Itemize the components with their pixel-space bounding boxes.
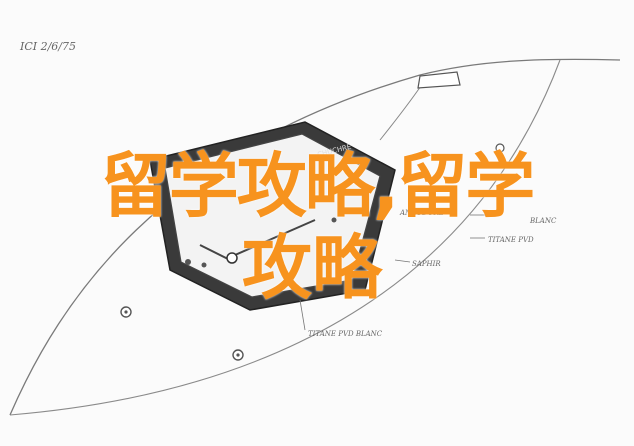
corner-note: ICI 2/6/75	[19, 40, 76, 53]
overlay-title-line-1: 留学攻略,留学	[100, 145, 536, 227]
case-screw	[236, 353, 240, 357]
dial-index	[185, 259, 191, 265]
leader-line	[299, 299, 306, 331]
bezel-annotation: ANAUDORE	[399, 209, 444, 217]
case-screw	[124, 310, 128, 314]
strap-line	[379, 79, 426, 141]
dial-face	[164, 133, 381, 298]
overlay-title: 留学攻略,留学 攻略	[0, 145, 634, 309]
case-outline-curve	[9, 58, 621, 416]
material-annotation: TITANE PVD	[488, 236, 534, 244]
case-screw	[495, 143, 505, 153]
material-annotation: BLANC	[529, 217, 557, 225]
leader-line	[394, 259, 411, 263]
dial-index	[201, 262, 207, 268]
crown-lug	[417, 71, 461, 89]
case-outer-curve	[9, 59, 561, 416]
hand-pivot	[226, 252, 238, 264]
minute-hand	[199, 244, 231, 261]
dial-index	[331, 217, 337, 223]
hour-hand	[234, 219, 316, 256]
crystal-annotation: SAPHIR	[412, 260, 441, 268]
case-annotation: TITANE PVD BLANC	[308, 330, 383, 338]
overlay-title-line-2: 攻略	[242, 227, 382, 309]
